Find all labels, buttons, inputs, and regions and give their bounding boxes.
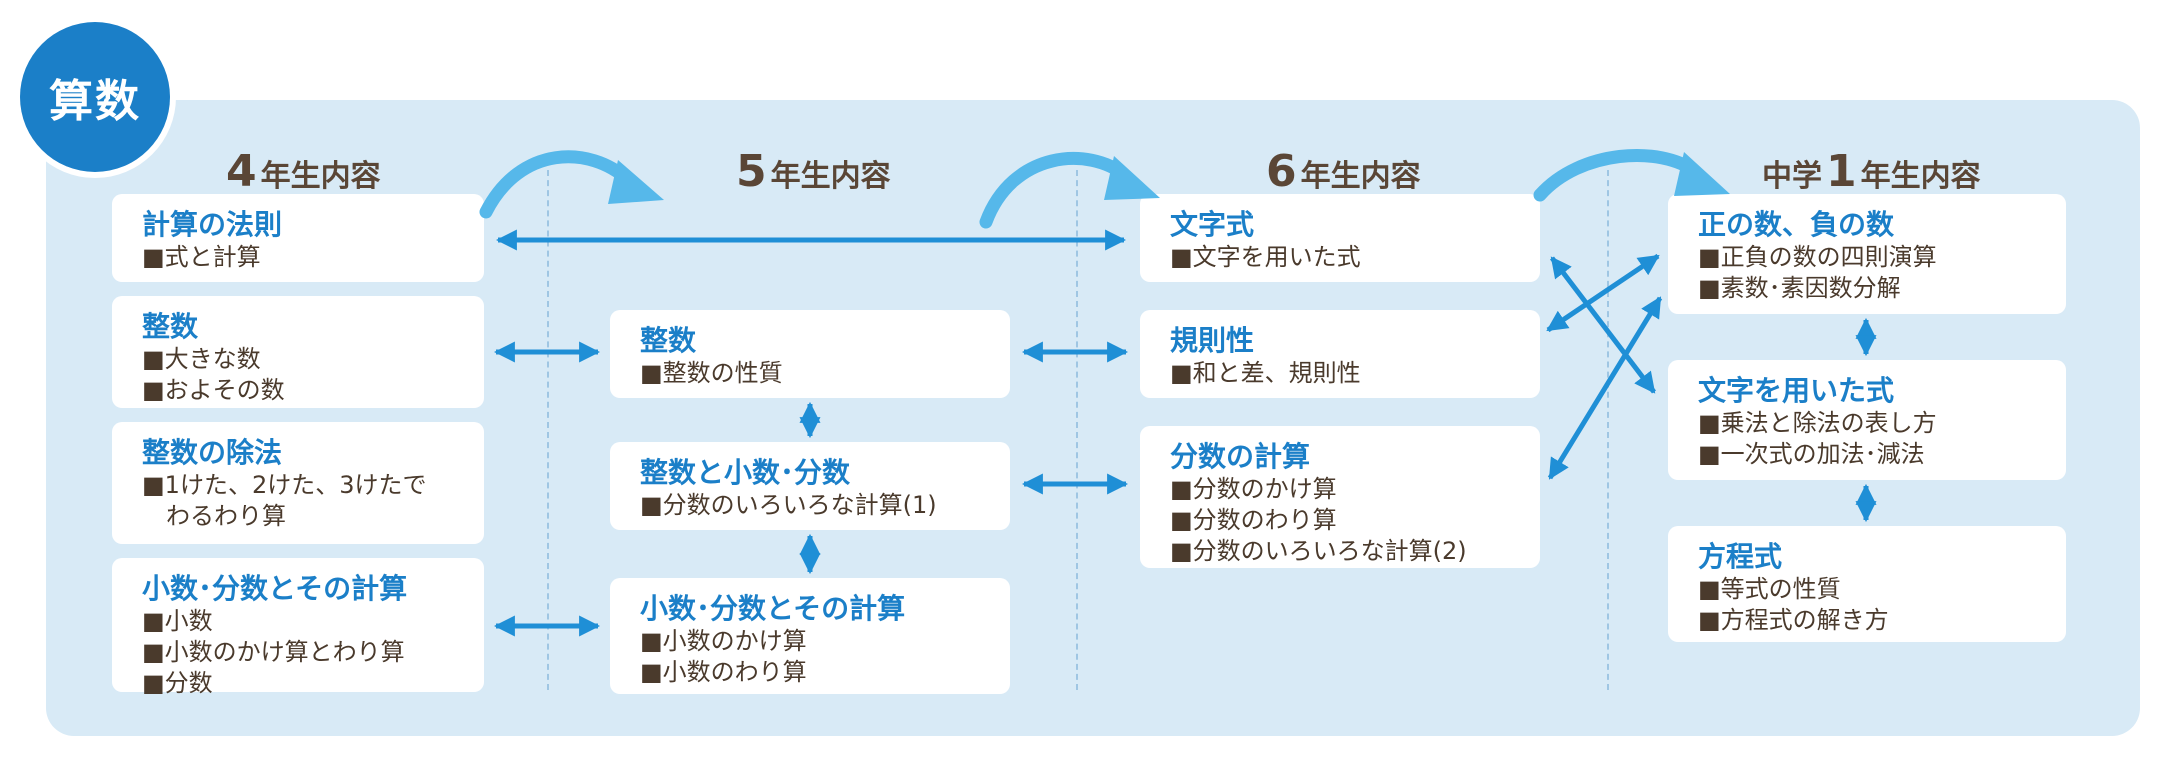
- column-title-suffix: 年生内容: [260, 159, 381, 194]
- column-title-suffix: 年生内容: [770, 159, 891, 194]
- box-title: 文字式: [1170, 208, 1255, 241]
- arrow-fractions-to-signed: [1547, 296, 1663, 480]
- box-g4-division: 整数の除法 ■1けた、2けた、3けたで わるわり算: [112, 422, 484, 544]
- box-title: 分数の計算: [1170, 440, 1311, 473]
- box-m1-expressions: 文字を用いた式 ■乗法と除法の表し方 ■一次式の加法･減法: [1668, 360, 2066, 480]
- column-title-junior1: 中学 1 年生内容: [1762, 146, 1981, 197]
- column-title-year: 5: [736, 146, 767, 197]
- box-g5-decimals: 小数･分数とその計算 ■小数のかけ算 ■小数のわり算: [610, 578, 1010, 694]
- box-item: ■和と差、規則性: [1170, 359, 1361, 387]
- box-item: ■正負の数の四則演算: [1698, 243, 1937, 271]
- box-title: 小数･分数とその計算: [640, 592, 906, 625]
- box-g6-fractions: 分数の計算 ■分数のかけ算 ■分数のわり算 ■分数のいろいろな計算(2): [1140, 426, 1540, 568]
- box-item: ■文字を用いた式: [1170, 243, 1361, 271]
- box-item: ■分数のわり算: [1170, 506, 1337, 534]
- box-title: 規則性: [1170, 324, 1255, 357]
- box-title: 方程式: [1698, 540, 1783, 573]
- box-g5-int-dec-frac: 整数と小数･分数 ■分数のいろいろな計算(1): [610, 442, 1010, 530]
- box-g4-integers: 整数 ■大きな数 ■およその数: [112, 296, 484, 408]
- box-item: ■分数のいろいろな計算(2): [1170, 537, 1467, 565]
- box-item: ■1けた、2けた、3けたで: [142, 471, 427, 499]
- box-item: ■小数のかけ算とわり算: [142, 638, 405, 666]
- box-item: ■分数: [142, 669, 213, 697]
- column-title-grade4: 4 年生内容: [222, 146, 381, 197]
- box-item: ■分数のかけ算: [1170, 475, 1337, 503]
- box-item: ■小数のわり算: [640, 658, 807, 686]
- box-title: 整数: [640, 324, 697, 357]
- box-item: ■一次式の加法･減法: [1698, 440, 1925, 468]
- arrow-letters-to-expressions: [1550, 256, 1656, 394]
- box-title: 正の数、負の数: [1698, 208, 1895, 241]
- box-item: ■小数: [142, 607, 213, 635]
- box-item: ■整数の性質: [640, 359, 783, 387]
- box-item: ■分数のいろいろな計算(1): [640, 491, 937, 519]
- column-title-prefix: 中学: [1762, 159, 1822, 194]
- box-g4-laws: 計算の法則 ■式と計算: [112, 194, 484, 282]
- box-item: ■素数･素因数分解: [1698, 274, 1901, 302]
- box-item: ■小数のかけ算: [640, 627, 807, 655]
- box-g4-decimals: 小数･分数とその計算 ■小数 ■小数のかけ算とわり算 ■分数: [112, 558, 484, 697]
- box-title: 文字を用いた式: [1698, 374, 1895, 407]
- box-item: ■大きな数: [142, 345, 261, 373]
- column-title-year: 6: [1266, 146, 1297, 197]
- box-m1-signed: 正の数、負の数 ■正負の数の四則演算 ■素数･素因数分解: [1668, 194, 2066, 314]
- box-title: 小数･分数とその計算: [142, 572, 408, 605]
- box-g6-letters: 文字式 ■文字を用いた式: [1140, 194, 1540, 282]
- box-title: 整数の除法: [142, 436, 283, 469]
- column-title-year: 1: [1826, 146, 1857, 197]
- column-title-suffix: 年生内容: [1300, 159, 1421, 194]
- box-title: 整数と小数･分数: [640, 456, 851, 489]
- progression-arrow-5-to-6: [979, 152, 1160, 229]
- column-title-suffix: 年生内容: [1860, 159, 1981, 194]
- column-title-grade5: 5 年生内容: [732, 146, 891, 197]
- column-title-grade6: 6 年生内容: [1262, 146, 1421, 197]
- subject-label: 算数: [20, 22, 170, 172]
- box-m1-equations: 方程式 ■等式の性質 ■方程式の解き方: [1668, 526, 2066, 642]
- box-item: ■およその数: [142, 376, 285, 404]
- column-title-year: 4: [226, 146, 257, 197]
- progression-arrow-4-to-5: [479, 150, 664, 219]
- column-divider: [1076, 170, 1078, 690]
- box-item: ■方程式の解き方: [1698, 606, 1889, 634]
- column-divider: [547, 170, 549, 690]
- box-g5-integers: 整数 ■整数の性質: [610, 310, 1010, 398]
- box-item: ■乗法と除法の表し方: [1698, 409, 1937, 437]
- box-item: ■等式の性質: [1698, 575, 1841, 603]
- box-item: わるわり算: [166, 502, 286, 530]
- progression-arrow-6-to-m1: [1533, 149, 1730, 202]
- box-g6-regularity: 規則性 ■和と差、規則性: [1140, 310, 1540, 398]
- box-title: 整数: [142, 310, 199, 343]
- box-title: 計算の法則: [142, 208, 283, 241]
- arrow-regularity-to-signed: [1546, 253, 1660, 333]
- subject-badge: 算数: [14, 16, 176, 178]
- box-item: ■式と計算: [142, 243, 261, 271]
